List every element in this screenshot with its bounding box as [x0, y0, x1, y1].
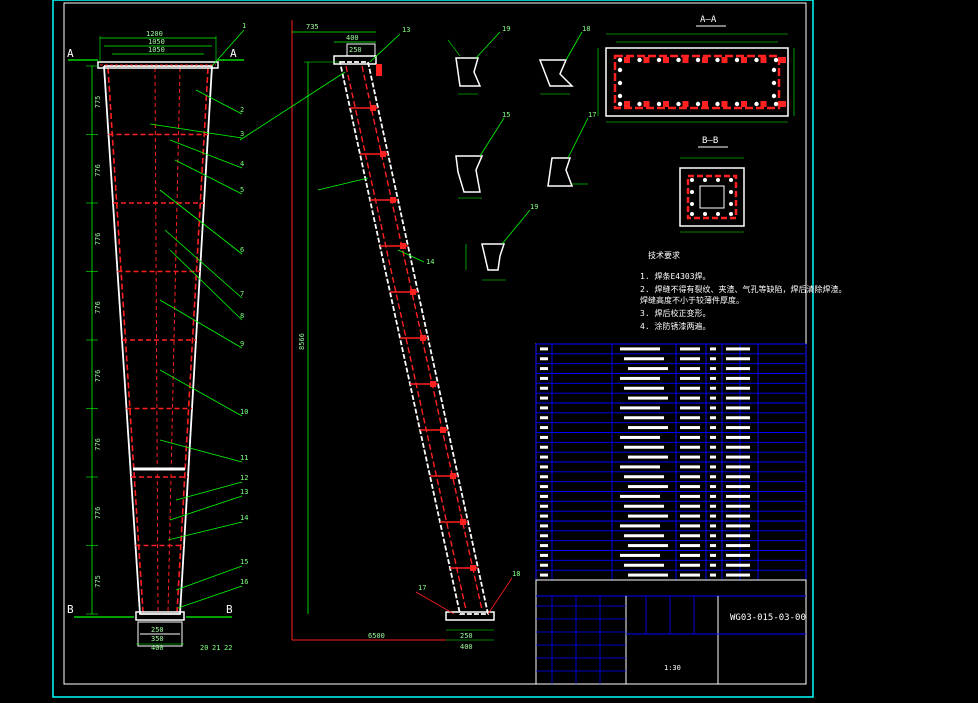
front-bottom-label-2: 21	[212, 644, 220, 652]
front-part-number: 13	[240, 488, 248, 496]
section-a-left: A	[67, 47, 74, 60]
side-label-14: 14	[426, 258, 434, 266]
front-bottom-dim-1: 250	[151, 626, 164, 634]
note-item-1: 1. 焊条E4303焊。	[640, 271, 711, 281]
front-bottom-dim-2: 350	[151, 635, 164, 643]
detail-label-1: 19	[502, 25, 510, 33]
front-part-number: 8	[240, 312, 244, 320]
front-segment-dim: 776	[94, 301, 102, 314]
detail-label-3: 15	[502, 111, 510, 119]
front-part-number: 9	[240, 340, 244, 348]
front-segment-dim: 775	[94, 96, 102, 109]
front-segment-dim: 776	[94, 370, 102, 383]
detail-label-4: 17	[588, 111, 596, 119]
front-top-dim-1: 1200	[146, 30, 163, 38]
side-height-dim: 8566	[298, 333, 306, 350]
side-view: 735 400 250 8566 6500 250 400 13 14 17 1…	[239, 20, 520, 651]
front-part-number: 1	[242, 22, 246, 30]
front-segment-dim: 776	[94, 438, 102, 451]
front-part-number: 12	[240, 474, 248, 482]
front-part-number: 7	[240, 290, 244, 298]
side-label-17: 17	[418, 584, 426, 592]
front-part-number: 15	[240, 558, 248, 566]
front-part-number: 11	[240, 454, 248, 462]
front-segment-dim: 776	[94, 507, 102, 520]
detail-parts: 19 18 15 17 19	[447, 25, 596, 281]
side-label-13: 13	[402, 26, 410, 34]
notes-title: 技术要求	[648, 250, 680, 260]
front-part-number: 2	[240, 106, 244, 114]
side-bottom-dim-2: 400	[460, 643, 473, 651]
side-top-dim-3: 250	[349, 46, 362, 54]
front-part-number: 14	[240, 514, 248, 522]
detail-label-5: 19	[530, 203, 538, 211]
front-part-number: 16	[240, 578, 248, 586]
side-label-18: 18	[512, 570, 520, 578]
section-bb: B—B	[679, 136, 745, 233]
note-item-3: 3. 焊后校正变形。	[640, 308, 710, 318]
section-aa: A—A	[597, 15, 795, 123]
front-top-dim-2: 1050	[148, 38, 165, 46]
section-bb-title: B—B	[702, 136, 718, 146]
front-bottom-dim-3: 400	[151, 644, 164, 652]
note-item-2b: 焊缝高度不小于较薄件厚度。	[640, 295, 744, 305]
section-a-right: A	[230, 47, 237, 60]
front-part-number: 10	[240, 408, 248, 416]
front-segment-dim: 776	[94, 233, 102, 246]
front-view: A A B B 1200 1050 1050 250 350 400 20 21…	[67, 22, 248, 652]
sheet-outer-frame	[52, 0, 814, 698]
technical-notes: 技术要求 1. 焊条E4303焊。 2. 焊缝不得有裂纹、夹渣、气孔等缺陷，焊后…	[640, 250, 846, 331]
front-top-dim-3: 1050	[148, 46, 165, 54]
section-b-left: B	[67, 603, 74, 616]
title-block: WG03-015-03-00 1:30	[535, 343, 807, 685]
drawing-scale: 1:30	[664, 664, 681, 672]
drawing-number: WG03-015-03-00	[730, 613, 806, 623]
note-item-4: 4. 涂防锈漆两遍。	[640, 321, 710, 331]
front-part-number: 6	[240, 246, 244, 254]
side-top-dim-2: 400	[346, 34, 359, 42]
front-bottom-label-3: 22	[224, 644, 232, 652]
section-aa-title: A—A	[700, 15, 717, 25]
front-segment-dim: 776	[94, 164, 102, 177]
section-b-right: B	[226, 603, 233, 616]
note-item-2: 2. 焊缝不得有裂纹、夹渣、气孔等缺陷，焊后清除焊渣。	[640, 284, 846, 294]
front-part-number: 4	[240, 160, 244, 168]
front-segment-dim: 775	[94, 575, 102, 588]
front-bottom-label-1: 20	[200, 644, 208, 652]
side-horizontal-dim: 6500	[368, 632, 385, 640]
front-part-number: 3	[240, 130, 244, 138]
side-bottom-dim-1: 250	[460, 632, 473, 640]
detail-label-2: 18	[582, 25, 590, 33]
front-part-number: 5	[240, 186, 244, 194]
side-top-dim-1: 735	[306, 23, 319, 31]
